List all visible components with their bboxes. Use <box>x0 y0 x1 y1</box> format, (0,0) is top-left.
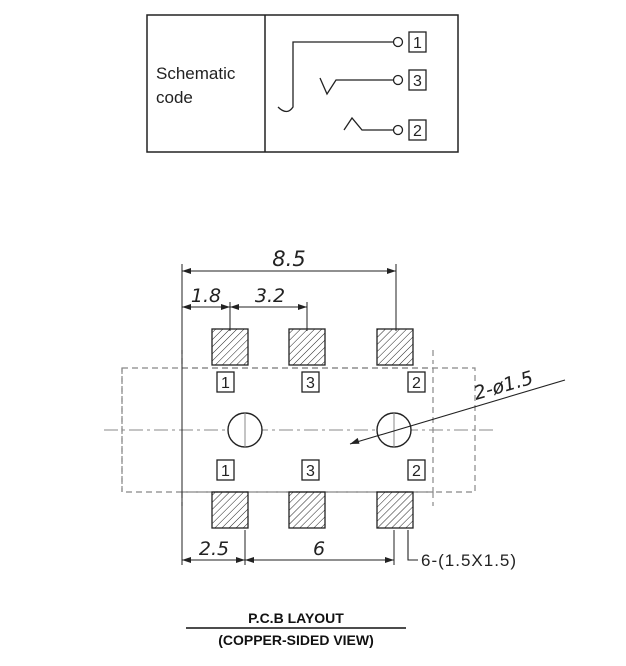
switch-no-lead <box>343 116 393 131</box>
top-label-3: 3 <box>306 375 315 392</box>
pin-1-box <box>408 31 427 53</box>
pad-top-3 <box>288 328 326 366</box>
dimensions <box>181 264 566 565</box>
dim-bottom-left-text: 2.5 <box>199 538 229 560</box>
pin-3-terminal <box>392 74 404 86</box>
dim-bottom-arrow-mid-a <box>236 557 245 563</box>
pin-2-box <box>408 119 427 141</box>
dim-overall-arrow-right <box>387 268 396 274</box>
dim-bottom-arrow-mid-b <box>245 557 254 563</box>
schematic-label-line2: code <box>156 88 193 107</box>
hole-leader <box>349 379 566 445</box>
top-label-1: 1 <box>221 375 230 392</box>
bottom-label-2-box <box>407 459 426 481</box>
pcb-layout: 1 3 2 1 3 2 <box>104 247 566 570</box>
dim-edge-arrow-right <box>221 304 230 310</box>
dim-overall-arrow-left <box>182 268 191 274</box>
pin-2-terminal <box>392 124 404 136</box>
switch-common-lead <box>277 41 393 113</box>
top-label-1-box <box>216 371 235 393</box>
pin-1-terminal <box>392 36 404 48</box>
hole-leader-arrow <box>350 437 360 444</box>
dim-edge-arrow-left <box>182 304 191 310</box>
dim-bottom-arrow-left <box>182 557 191 563</box>
pin-1-label: 1 <box>413 35 422 52</box>
pad-top-1 <box>211 328 249 366</box>
schematic-table-border <box>146 14 459 153</box>
pad-bottom-1 <box>211 491 249 529</box>
switch-nc-lead <box>319 77 393 96</box>
pad-bottom-2 <box>376 491 414 529</box>
pad-note-text: 6-(1.5X1.5) <box>421 551 517 570</box>
pin-3-box <box>408 69 427 91</box>
bottom-label-1: 1 <box>221 463 230 480</box>
pad-top-2 <box>376 328 414 366</box>
pad-leader <box>407 530 418 561</box>
dim-pitch-text: 3.2 <box>255 285 285 307</box>
dim-pitch-arrow-right <box>298 304 307 310</box>
top-label-2: 2 <box>412 375 421 392</box>
hole-note-text: 2-ø1.5 <box>471 367 536 405</box>
bottom-label-1-box <box>216 459 235 481</box>
bottom-label-3: 3 <box>306 463 315 480</box>
schematic-table: Schematic code 1 3 2 <box>146 14 459 153</box>
bottom-label-3-box <box>301 459 320 481</box>
dim-overall-text: 8.5 <box>272 247 305 271</box>
pin-2-label: 2 <box>413 123 422 140</box>
caption: P.C.B LAYOUT (COPPER-SIDED VIEW) <box>186 610 406 648</box>
dim-bottom-arrow-right <box>385 557 394 563</box>
pad-bottom-3 <box>288 491 326 529</box>
pin-3-label: 3 <box>413 73 422 90</box>
caption-title: P.C.B LAYOUT <box>248 610 344 626</box>
dim-pitch-arrow-left <box>230 304 239 310</box>
top-label-2-box <box>407 371 426 393</box>
top-label-3-box <box>301 371 320 393</box>
caption-subtitle: (COPPER-SIDED VIEW) <box>218 632 374 648</box>
schematic-label-line1: Schematic <box>156 64 236 83</box>
dim-bottom-span-text: 6 <box>313 538 325 560</box>
bottom-label-2: 2 <box>412 463 421 480</box>
dim-edge-text: 1.8 <box>191 285 221 307</box>
